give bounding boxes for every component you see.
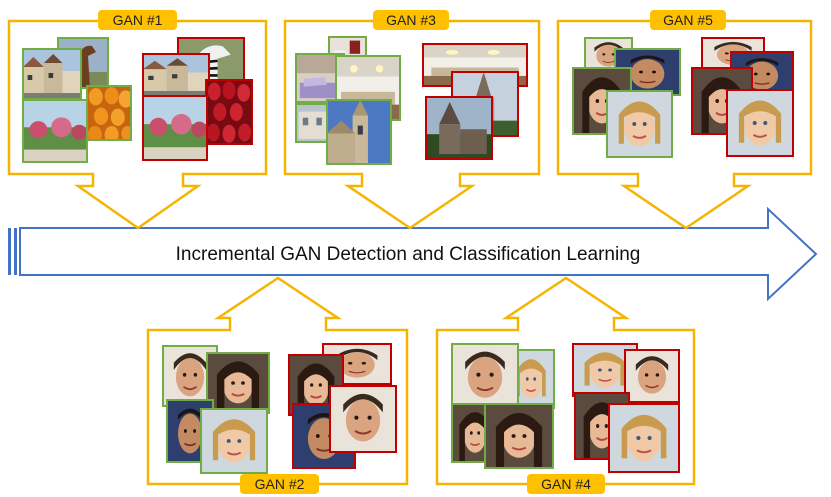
gan-2-label-box [240,474,319,494]
main-arrow: Incremental GAN Detection and Classifica… [8,206,818,302]
gan-3-label-box [373,10,449,30]
gan-5-label-box [650,10,726,30]
gan-4-label-box [527,474,605,494]
gan-2-fake-images [288,343,397,469]
gan-1-callout: GAN #1 [7,10,268,230]
gan-2-label: GAN #2 [255,476,305,492]
gan-1-real-images [22,37,132,163]
gan-4-callout: GAN #4 [435,276,696,494]
gan-1-label: GAN #1 [113,12,163,28]
gan-4-fake-images [572,343,680,473]
gan-4-label: GAN #4 [541,476,591,492]
gan-5-label: GAN #5 [663,12,713,28]
gan-3-fake-images [422,43,528,160]
gan-3-real-images [295,36,401,165]
gan-5-real-images [572,37,681,158]
gan-3-callout: GAN #3 [283,10,541,230]
arrow-tail-stripe [8,228,11,275]
gan-5-callout: GAN #5 [556,10,813,230]
main-arrow-label: Incremental GAN Detection and Classifica… [176,244,641,265]
gan-1-fake-images [142,37,253,161]
gan-5-fake-images [691,37,794,157]
arrow-tail-stripe [14,228,17,275]
gan-2-callout: GAN #2 [146,276,409,494]
gan-3-label: GAN #3 [386,12,436,28]
gan-1-label-box [98,10,177,30]
gan-2-real-images [162,345,270,474]
gan-4-real-images [451,343,555,469]
